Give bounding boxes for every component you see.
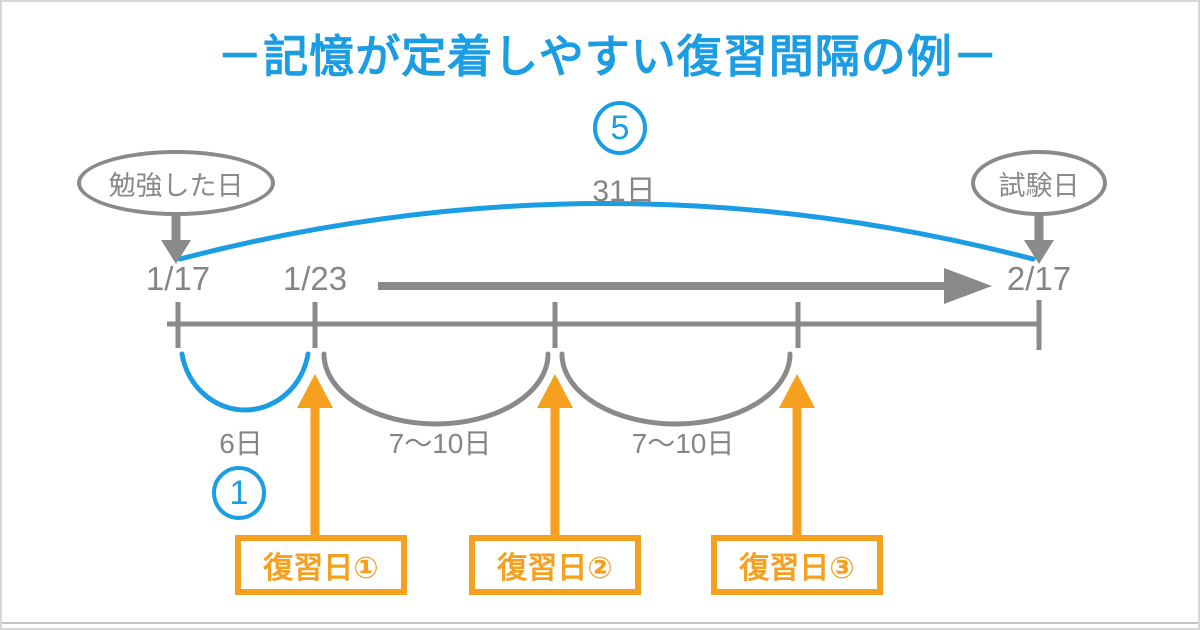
- review-day-box-1-label: 復習日①: [263, 552, 379, 585]
- review-arrow-2: [537, 374, 573, 537]
- exam-day-label: 試験日: [998, 170, 1080, 201]
- exam-day-pointer-arrow: [1024, 214, 1054, 264]
- date-label-exam: 2/17: [1006, 260, 1072, 297]
- study-day-pointer-arrow: [161, 214, 191, 264]
- review-day-box-2-label: 復習日②: [497, 552, 613, 585]
- review-arrow-1-head: [297, 374, 333, 408]
- total-span-duration-label: 31日: [592, 175, 656, 208]
- interval-2-duration-label: 7～10日: [388, 428, 492, 459]
- review-day-box-3: 復習日③: [711, 535, 883, 595]
- interval-arc-1-blue: [179, 351, 311, 413]
- interval-1-duration-label: 6日: [219, 428, 263, 459]
- exam-day-pointer-head: [1024, 240, 1054, 264]
- interval-arc-2: [321, 351, 551, 427]
- study-day-pointer-head: [161, 240, 191, 264]
- review-arrow-1-shaft: [310, 400, 320, 537]
- timeline-direction-arrow: [378, 268, 992, 304]
- date-label-first-review: 1/23: [282, 260, 348, 297]
- interval-1-circled-number: 1: [212, 466, 266, 520]
- study-day-ellipse: 勉強した日: [77, 150, 275, 216]
- interval-arc-3: [559, 351, 793, 427]
- total-span-arc: [177, 201, 1036, 262]
- review-arrow-3: [779, 374, 815, 537]
- review-day-box-2: 復習日②: [469, 535, 641, 595]
- review-arrow-2-head: [537, 374, 573, 408]
- review-arrow-3-shaft: [792, 400, 802, 537]
- study-day-label: 勉強した日: [108, 170, 244, 201]
- review-day-box-1: 復習日①: [235, 535, 407, 595]
- review-arrow-1: [297, 374, 333, 537]
- review-arrow-3-head: [779, 374, 815, 408]
- interval-3-duration-label: 7～10日: [631, 428, 735, 459]
- total-span-circled-number: 5: [593, 101, 647, 155]
- review-arrow-2-shaft: [550, 400, 560, 537]
- timeline-direction-head: [944, 268, 992, 304]
- exam-day-ellipse: 試験日: [971, 150, 1107, 216]
- bottom-divider: [2, 622, 1198, 624]
- page-title: －記憶が定着しやすい復習間隔の例－: [217, 31, 999, 82]
- review-day-box-3-label: 復習日③: [739, 552, 855, 585]
- date-label-study: 1/17: [145, 260, 211, 297]
